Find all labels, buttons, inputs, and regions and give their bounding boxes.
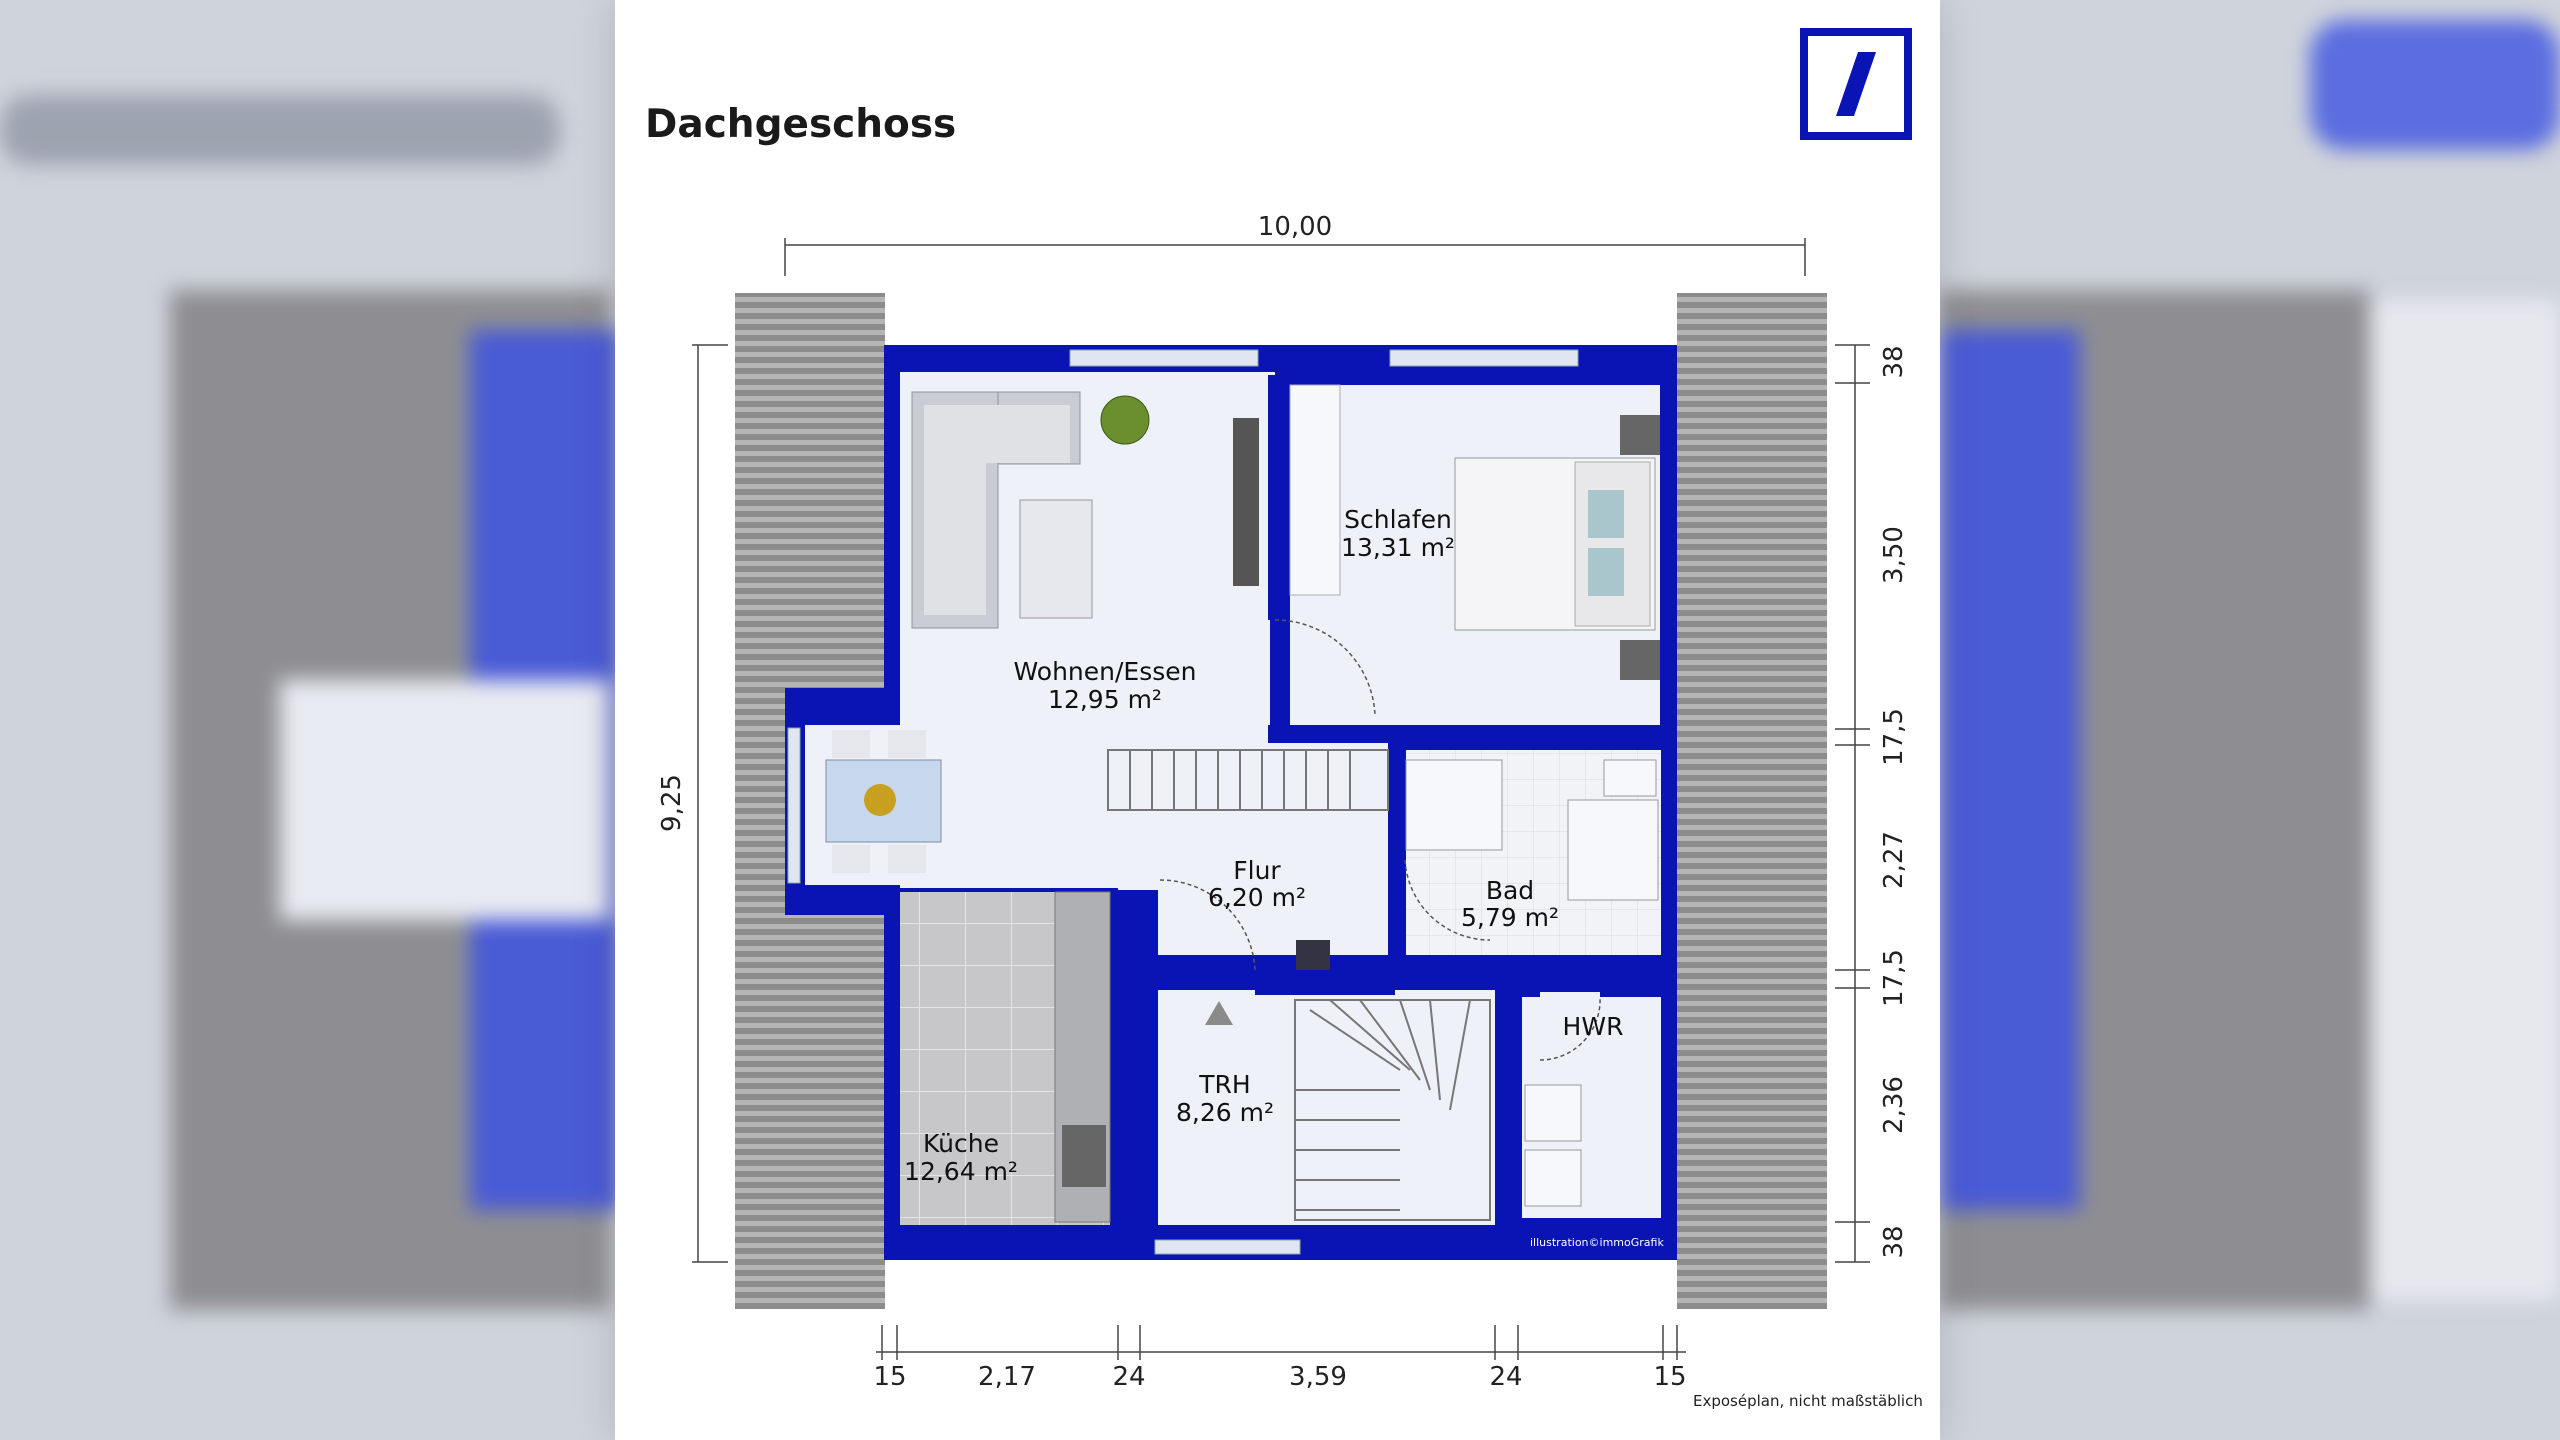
dimension-bottom-4: 3,59 — [1289, 1362, 1347, 1392]
staircase-upper — [1107, 749, 1389, 811]
dimension-right-1: 38 — [1879, 345, 1909, 378]
staircase-trh — [1294, 999, 1491, 1221]
dimension-line-right — [1835, 344, 1870, 1263]
room-label-kueche: Küche — [923, 1129, 999, 1158]
bed — [1454, 457, 1656, 631]
wardrobe — [1289, 384, 1341, 596]
stair-direction-icon — [1205, 1001, 1233, 1025]
plant-icon — [1100, 395, 1150, 445]
bathtub — [1405, 759, 1503, 851]
dimension-top-width: 10,00 — [1258, 212, 1332, 242]
dimension-right-2: 3,50 — [1879, 526, 1909, 584]
dimension-bottom-5: 24 — [1489, 1362, 1522, 1392]
room-label-wohnen: Wohnen/Essen — [1014, 657, 1197, 686]
room-area-flur: 6,20 m² — [1208, 883, 1306, 912]
nightstand — [1620, 640, 1660, 680]
washing-machine — [1524, 1084, 1582, 1142]
room-label-hwr: HWR — [1563, 1012, 1624, 1041]
chair-icon — [1296, 940, 1330, 970]
sink — [1603, 759, 1657, 797]
dimension-right-4: 2,27 — [1879, 831, 1909, 889]
dryer — [1524, 1149, 1582, 1207]
dimension-bottom-2: 2,17 — [978, 1362, 1036, 1392]
room-label-trh: TRH — [1198, 1070, 1250, 1099]
room-area-kueche: 12,64 m² — [904, 1157, 1018, 1186]
room-area-bad: 5,79 m² — [1461, 903, 1559, 932]
sofa — [911, 391, 1081, 629]
room-area-wohnen: 12,95 m² — [1048, 685, 1162, 714]
window-bottom — [1154, 1239, 1301, 1255]
roof-slope-right — [1677, 293, 1827, 1309]
dimension-right-3: 17,5 — [1879, 708, 1909, 766]
dimension-right-5: 17,5 — [1879, 949, 1909, 1007]
dimension-line-bottom — [876, 1325, 1686, 1360]
page-title: Dachgeschoss — [645, 102, 957, 147]
illustration-credit: illustration©immoGrafik — [1530, 1236, 1664, 1249]
dimension-right-7: 38 — [1879, 1225, 1909, 1258]
room-area-trh: 8,26 m² — [1176, 1098, 1274, 1127]
nightstand — [1620, 415, 1660, 455]
dimension-bottom-6: 15 — [1653, 1362, 1686, 1392]
dining-table — [825, 730, 942, 873]
dimension-left-height: 9,25 — [657, 774, 687, 832]
room-area-schlafen: 13,31 m² — [1341, 533, 1455, 562]
shower — [1567, 799, 1659, 901]
room-label-schlafen: Schlafen — [1344, 505, 1452, 534]
window-top-right — [1389, 349, 1579, 367]
deutsche-bank-logo-icon — [1800, 28, 1912, 140]
room-label-bad: Bad — [1486, 876, 1534, 905]
floor-trh — [1143, 990, 1495, 1225]
dimension-line-left — [692, 344, 728, 1263]
dimension-bottom-3: 24 — [1112, 1362, 1145, 1392]
window-top-left — [1069, 349, 1259, 367]
door-swings — [1159, 619, 1601, 1061]
dimension-line-top — [784, 238, 1806, 276]
dimension-bottom-1: 15 — [873, 1362, 906, 1392]
tv-cabinet — [1233, 418, 1259, 586]
window-left — [787, 727, 801, 884]
disclaimer-note: Exposéplan, nicht maßstäblich — [1693, 1392, 1923, 1410]
oven-icon — [1062, 1125, 1106, 1187]
dimension-right-6: 2,36 — [1879, 1076, 1909, 1134]
coffee-table — [1019, 499, 1093, 619]
room-label-flur: Flur — [1233, 856, 1281, 885]
